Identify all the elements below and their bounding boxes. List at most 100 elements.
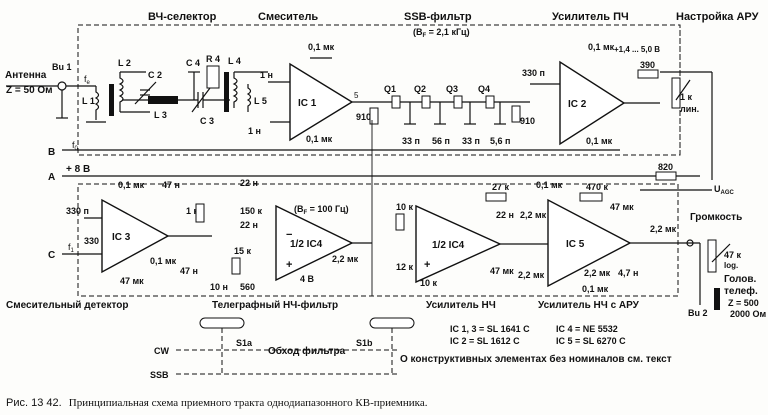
f0-sub: 0 (75, 146, 79, 152)
ic5-4-7n-label: 4,7 н (618, 268, 638, 278)
bus-a-label: A (48, 172, 55, 183)
uagc-u: U (714, 184, 721, 194)
s1a-switch-icon[interactable] (199, 317, 245, 329)
agc-setting-title: Настройка АРУ (676, 11, 759, 23)
caption-prefix: Рис. 13 42. (6, 397, 62, 409)
q1-crystal-icon (391, 95, 401, 109)
lf-12k-label: 12 к (396, 262, 414, 272)
l5-label: L 5 (254, 96, 267, 106)
agc-pot-value: 1 к (680, 92, 693, 102)
volume-node-icon (686, 239, 694, 247)
f0-f: f (72, 140, 75, 150)
ic1-bottom-cap-label: 0,1 мк (306, 134, 333, 144)
antenna-impedance: Z = 50 Ом (6, 85, 53, 96)
ic1-out-pin: 5 (354, 91, 359, 100)
ssb-bandwidth-sub: F (423, 33, 427, 39)
l1-coil-icon (94, 86, 100, 120)
tf-bandwidth: (ВF = 100 Гц) (294, 204, 349, 216)
out-2-2mk-label: 2,2 мк (650, 224, 677, 234)
lf-10k-b-label: 10 к (420, 278, 438, 288)
l3-label: L 3 (154, 110, 167, 120)
ic4a-minus: − (286, 229, 292, 241)
supply-4v-label: 4 В (300, 274, 315, 284)
ic5-2-2mk-b-label: 2,2 мк (518, 270, 545, 280)
ic4a-plus: + (286, 259, 292, 271)
ic3-r1k-label: 1 к (186, 206, 199, 216)
hf-selector-title: ВЧ-селектор (148, 11, 217, 23)
c33p-a-label: 33 п (402, 136, 420, 146)
phones-impedance-2: 2000 Ом (730, 309, 767, 319)
ic3-cap-a-label: 0,1 мк (118, 180, 145, 190)
volume-title: Громкость (690, 212, 742, 223)
c56p-label: 56 п (432, 136, 450, 146)
l2-core-icon (109, 84, 114, 116)
ic5-cap-a-label: 0,1 мк (536, 180, 563, 190)
ic5-470k-icon (579, 192, 603, 202)
telegraph-filter-title: Телеграфный НЧ-фильтр (212, 299, 338, 311)
headphones-label-1: Голов. (724, 274, 757, 285)
c33p-b-label: 33 п (462, 136, 480, 146)
lf-10k-a-label: 10 к (396, 202, 414, 212)
c10n-label: 10 н (210, 282, 228, 292)
antenna-connector-label: Bu 1 (52, 62, 72, 72)
lf-10k-a-icon (395, 213, 405, 231)
r390-label: 390 (640, 60, 655, 70)
c3-label: C 3 (200, 116, 214, 126)
ic5-470k-label: 470 к (586, 182, 609, 192)
f1-sub: 1 (71, 248, 75, 254)
s1b-switch-icon[interactable] (369, 317, 415, 329)
tf-bandwidth-val: = 100 Гц) (307, 204, 348, 214)
ic3-330p-b-label: 330 п (84, 236, 107, 246)
ic3-47mk-label: 47 мк (120, 276, 144, 286)
ic-table-row2a: IC 2 = SL 1612 C (450, 336, 520, 346)
l2-coil-icon (118, 72, 124, 112)
mixer-title: Смеситель (258, 11, 318, 23)
c330p-label: 330 п (522, 68, 545, 78)
r910-b-label: 910 (520, 116, 535, 126)
caption-text: Принципиальная схема приемного тракта од… (69, 397, 428, 409)
c-1n-b-label: 1 н (248, 126, 261, 136)
q1-label: Q1 (384, 84, 396, 94)
l4-coil-icon (232, 72, 238, 108)
ic1-amplifier (289, 62, 354, 142)
r820-icon (655, 171, 677, 181)
cw-label: CW (154, 346, 169, 356)
s1b-label: S1b (356, 338, 373, 348)
ic2-cap-label: 0,1 мк (588, 42, 615, 52)
volume-pot-value: 47 к (724, 250, 742, 260)
bus-b-label: B (48, 147, 55, 158)
q4-crystal-icon (485, 95, 495, 109)
if-amp-title: Усилитель ПЧ (552, 11, 629, 23)
ic4b-amplifier (415, 204, 502, 284)
fe-label: fe (84, 74, 91, 86)
l2-label: L 2 (118, 58, 131, 68)
fe-sub: e (87, 80, 91, 86)
r390-icon (637, 69, 659, 79)
lf-27k-label: 27 к (492, 182, 510, 192)
f1-f: f (68, 242, 71, 252)
l1-label: L 1 (82, 96, 95, 106)
ssb-bandwidth-b: (В (413, 27, 423, 37)
ic2-label: IC 2 (568, 99, 587, 110)
ic5-2-2mk-a-label: 2,2 мк (520, 210, 547, 220)
tf-22n-b-label: 22 н (240, 220, 258, 230)
agc-pot-arrow (675, 79, 691, 101)
ic5-2-2mk-c-label: 2,2 мк (584, 268, 611, 278)
volume-pot-icon[interactable] (707, 239, 717, 273)
r910-b-icon (511, 105, 521, 123)
ic-table-row1a: IC 1, 3 = SL 1641 C (450, 324, 530, 334)
uagc-label: UAGC (714, 184, 735, 196)
tf-22n-a-label: 22 н (240, 178, 258, 188)
ic3-47n-label: 47 н (180, 266, 198, 276)
ic3-cap-b-label: 47 н (162, 180, 180, 190)
lower-dashed-frame (77, 183, 679, 297)
l5-coil-icon (246, 84, 252, 112)
ic5-label: IC 5 (566, 239, 585, 250)
phones-connector-label: Bu 2 (688, 308, 708, 318)
c3-variable-arrow (191, 87, 211, 113)
ssb-bandwidth: (ВF = 2,1 кГц) (413, 27, 470, 39)
headphones-label-2: телеф. (724, 285, 758, 297)
antenna-label: Антенна (5, 70, 47, 81)
c5-6p-label: 5,6 п (490, 136, 510, 146)
construction-note: О конструктивных элементах без номиналов… (400, 353, 672, 365)
